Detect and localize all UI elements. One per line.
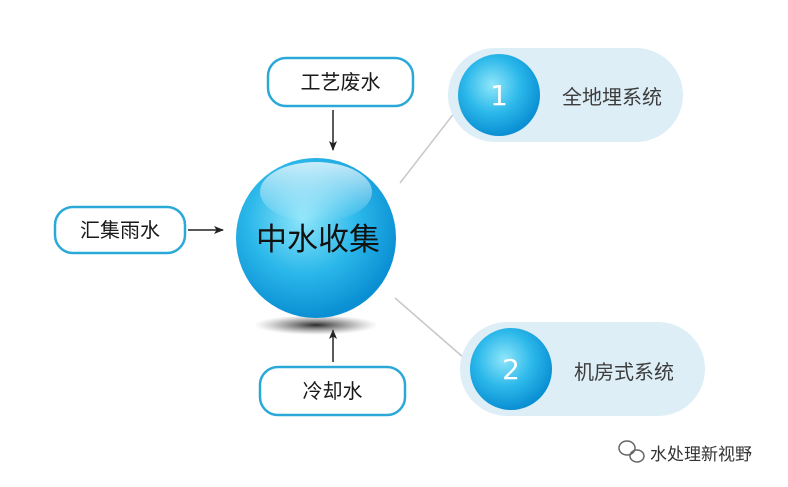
connector-line-2 xyxy=(394,297,465,359)
input-label-top: 工艺废水 xyxy=(301,70,381,94)
output-item-2: 2 机房式系统 xyxy=(460,322,705,416)
center-label: 中水收集 xyxy=(256,222,380,258)
output-number-1: 1 xyxy=(490,79,508,112)
output-label-1: 全地埋系统 xyxy=(562,85,662,109)
output-label-2: 机房式系统 xyxy=(574,360,674,384)
watermark: 水处理新视野 xyxy=(618,440,752,465)
input-label-bottom: 冷却水 xyxy=(303,379,363,403)
output-number-circle-2 xyxy=(470,328,552,410)
center-node: 中水收集 xyxy=(236,158,396,318)
output-number-2: 2 xyxy=(502,353,520,386)
input-box-rainwater: 汇集雨水 xyxy=(53,205,187,255)
wechat-icon xyxy=(618,440,645,463)
input-label-left: 汇集雨水 xyxy=(80,218,160,242)
sphere-gloss xyxy=(260,162,372,222)
input-box-cooling-water: 冷却水 xyxy=(258,365,407,417)
output-item-1: 1 全地埋系统 xyxy=(448,48,683,142)
input-box-industrial-wastewater: 工艺废水 xyxy=(266,56,415,108)
output-number-circle-1 xyxy=(458,54,540,136)
watermark-text: 水处理新视野 xyxy=(650,445,752,465)
connector-line-1 xyxy=(399,111,456,184)
sphere-shadow xyxy=(254,315,378,335)
